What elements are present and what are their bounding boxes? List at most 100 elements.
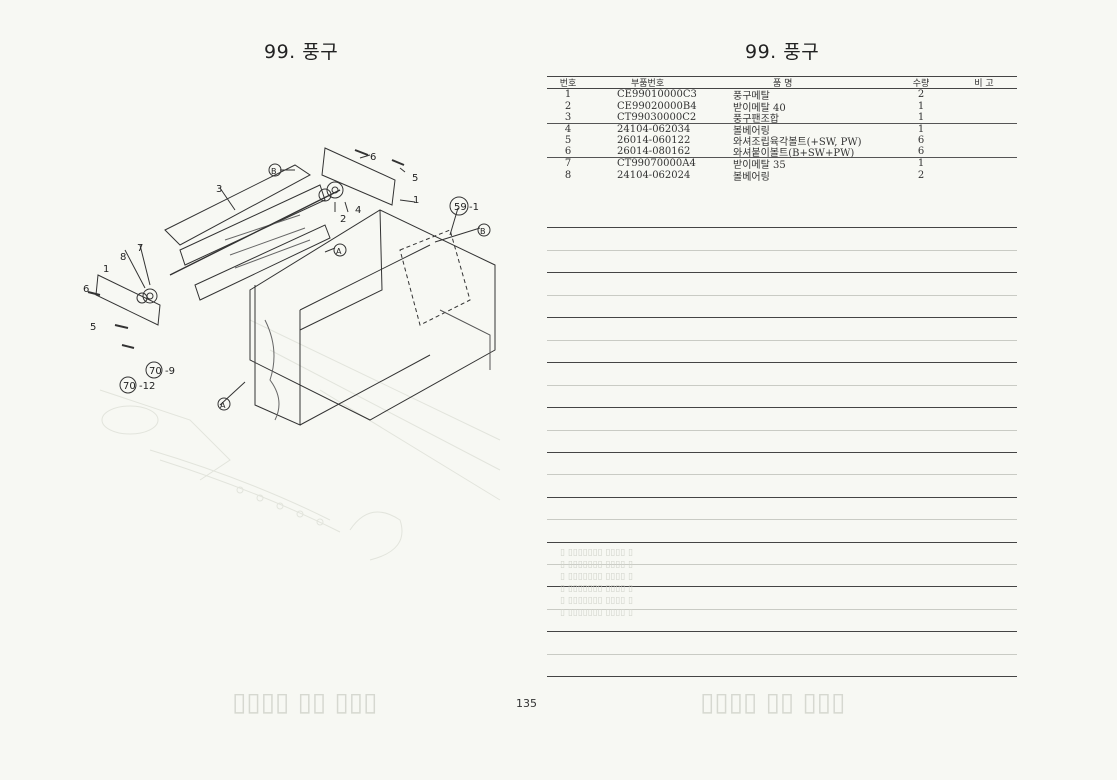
mark-A-upper-label: A xyxy=(336,247,342,256)
bearing-plate-left xyxy=(95,274,161,326)
row-part-number: 26014-060122 xyxy=(617,135,691,147)
callout-5-right: 5 xyxy=(412,173,418,184)
ruled-line xyxy=(547,497,1017,498)
callout-2: 2 xyxy=(340,214,346,225)
row-part-name: 볼베어링 xyxy=(733,171,770,183)
ruled-line xyxy=(547,586,1017,587)
row-number: 7 xyxy=(564,158,572,170)
table-row: 7 CT99070000A4 받이메탈 35 1 xyxy=(547,158,1017,172)
row-part-name: 풍구팬조합 xyxy=(733,113,779,125)
ruled-line xyxy=(547,430,1017,431)
callout-1-right: 1 xyxy=(413,195,419,206)
right-page-title: 99. 풍구 xyxy=(745,41,820,63)
table-row: 5 26014-060122 와셔조립육각볼트(+SW, PW) 6 xyxy=(547,135,1017,149)
housing-frame xyxy=(249,209,496,421)
mark-B-right-label: B xyxy=(480,227,486,236)
row-part-number: 24104-062024 xyxy=(617,169,691,181)
ruled-line xyxy=(547,452,1017,453)
row-number: 8 xyxy=(564,169,572,181)
row-part-number: 24104-062034 xyxy=(617,123,691,135)
table-row: 8 24104-062024 볼베어링 2 xyxy=(547,169,1017,183)
callout-3: 3 xyxy=(216,184,222,195)
ruled-line xyxy=(547,340,1017,341)
parts-table-header: 번호 부품번호 품 명 수량 비 고 xyxy=(547,76,1017,89)
exploded-parts-diagram: 3 7 8 1 6 5 6 5 1 4 2 59 -1 70 -9 70 -12… xyxy=(83,147,501,561)
row-qty: 1 xyxy=(917,100,925,112)
row-qty: 1 xyxy=(917,123,925,135)
callout-7: 7 xyxy=(137,243,143,254)
ref-circle-59-1 xyxy=(449,196,469,216)
header-part-name: 품 명 xyxy=(773,79,793,89)
mark-A-lower-label: A xyxy=(220,401,226,410)
ruled-line xyxy=(547,676,1017,677)
bleed-through-rows: ▯ ▯▯▯▯▯▯▯ ▯▯▯▯ ▯▯ ▯▯▯▯▯▯▯ ▯▯▯▯ ▯▯ ▯▯▯▯▯▯… xyxy=(560,547,633,617)
ruled-line xyxy=(547,385,1017,386)
row-part-number: CT99030000C2 xyxy=(617,111,697,123)
bleed-through-right: ▯▯▯▯ ▯▯ ▯▯▯ xyxy=(700,690,846,720)
table-row: 4 24104-062034 볼베어링 1 xyxy=(547,123,1017,137)
row-part-number: 26014-080162 xyxy=(617,146,691,158)
ref-circle-70-9 xyxy=(145,361,163,379)
ruled-line xyxy=(547,295,1017,296)
ref-70-9-label: 70 xyxy=(149,366,162,377)
callout-6-right: 6 xyxy=(370,152,376,163)
row-part-number: CT99070000A4 xyxy=(617,158,696,170)
bearing-right xyxy=(326,181,344,199)
row-number: 4 xyxy=(564,123,572,135)
row-qty: 6 xyxy=(917,135,925,147)
callout-6-left: 6 xyxy=(83,284,89,295)
row-number: 2 xyxy=(564,100,572,112)
callout-4: 4 xyxy=(355,205,361,216)
fan-blade-lower xyxy=(194,224,331,301)
ref-circle-70-12 xyxy=(119,376,137,394)
fan-blade-upper xyxy=(164,164,311,246)
row-part-name: 받이메탈 35 xyxy=(733,160,786,172)
row-part-name: 받이메탈 40 xyxy=(733,102,786,114)
callout-5-left: 5 xyxy=(90,322,96,333)
row-number: 6 xyxy=(564,146,572,158)
header-remark: 비 고 xyxy=(974,79,994,89)
ruled-line xyxy=(547,407,1017,408)
mark-A-lower xyxy=(217,397,231,411)
row-qty: 1 xyxy=(917,158,925,170)
ruled-line xyxy=(547,474,1017,475)
ref-70-9-suffix: -9 xyxy=(165,366,175,377)
row-part-name: 와셔조립육각볼트(+SW, PW) xyxy=(733,137,862,149)
ref-59-label: 59 xyxy=(454,202,467,213)
mark-B-upper-label: B xyxy=(271,167,277,176)
row-part-name: 풍구메탈 xyxy=(733,91,770,103)
row-number: 1 xyxy=(564,89,572,101)
ruled-line xyxy=(547,227,1017,228)
row-qty: 2 xyxy=(917,169,925,181)
mark-B-upper xyxy=(268,163,282,177)
row-number: 5 xyxy=(564,135,572,147)
ruled-line xyxy=(547,317,1017,318)
row-qty: 6 xyxy=(917,146,925,158)
inner-panel xyxy=(399,229,471,326)
ruled-line xyxy=(547,631,1017,632)
ruled-line xyxy=(547,542,1017,543)
row-part-number: CE99020000B4 xyxy=(617,100,697,112)
header-no: 번호 xyxy=(559,79,577,89)
ruled-line xyxy=(547,362,1017,363)
callout-8: 8 xyxy=(120,252,126,263)
housing-side xyxy=(254,285,301,426)
mark-B-right xyxy=(477,223,491,237)
row-qty: 2 xyxy=(917,89,925,101)
bearing-plate-right xyxy=(321,147,396,206)
ref-59-suffix: -1 xyxy=(469,202,479,213)
ref-70-12-suffix: -12 xyxy=(139,381,155,392)
ruled-line xyxy=(547,272,1017,273)
bleed-through-left: ▯▯▯▯ ▯▯ ▯▯▯ xyxy=(232,690,378,720)
bearing-left xyxy=(142,288,158,304)
row-part-name: 볼베어링 xyxy=(733,125,770,137)
table-row: 2 CE99020000B4 받이메탈 40 1 xyxy=(547,100,1017,114)
row-qty: 1 xyxy=(917,111,925,123)
ruled-line xyxy=(547,654,1017,655)
ref-70-12-label: 70 xyxy=(123,381,136,392)
page-number: 135 xyxy=(516,697,537,710)
